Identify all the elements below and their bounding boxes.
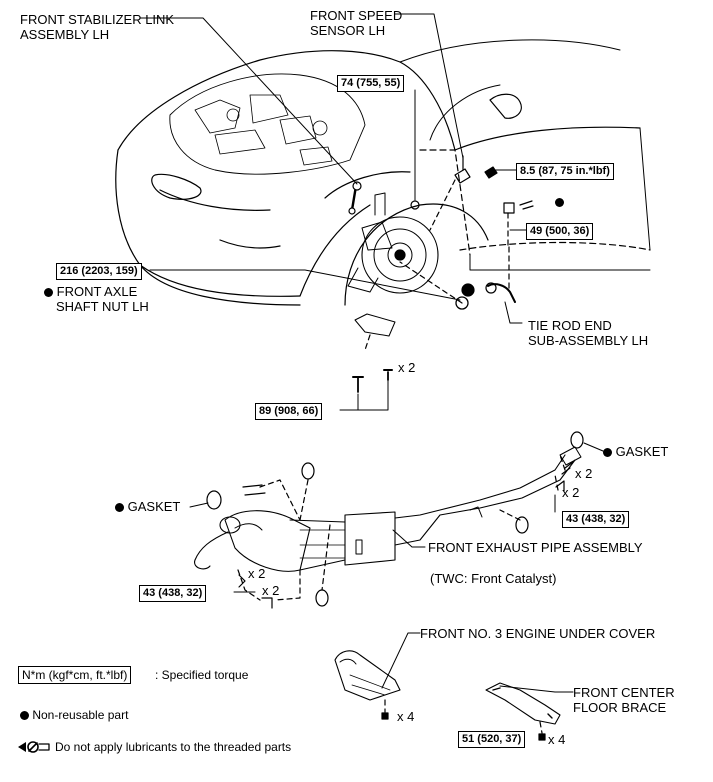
- legend-torque-desc: : Specified torque: [155, 668, 249, 682]
- torque-box-216: 216 (2203, 159): [56, 263, 142, 280]
- count-43-left-b: x 2: [262, 583, 280, 598]
- brake-hub-assembly: [347, 192, 439, 294]
- stabilizer-link-part: [348, 181, 362, 215]
- torque-box-51: 51 (520, 37): [458, 731, 526, 748]
- torque-box-8-5: 8.5 (87, 75 in.*lbf): [516, 163, 614, 180]
- engine-under-cover-part: [334, 650, 401, 720]
- tie-rod-end-part: [485, 246, 516, 303]
- torque-box-89: 89 (908, 66): [255, 403, 323, 420]
- nonreusable-dot-icon: [20, 711, 29, 721]
- knuckle-nut-part: [410, 200, 420, 210]
- count-89: x 2: [398, 360, 416, 375]
- count-43-right-a: x 2: [575, 466, 593, 481]
- label-stabilizer-link: FRONT STABILIZER LINK ASSEMBLY LH: [20, 12, 174, 42]
- label-twc-note: (TWC: Front Catalyst): [430, 571, 557, 586]
- torque-box-43-right: 43 (438, 32): [562, 511, 630, 528]
- lower-bracket-part: [352, 313, 396, 393]
- label-speed-sensor: FRONT SPEED SENSOR LH: [310, 8, 402, 38]
- legend-nonreusable: Non-reusable part: [20, 708, 128, 723]
- floor-brace-part: [485, 682, 561, 741]
- label-stabilizer-link-line2: ASSEMBLY LH: [20, 27, 110, 42]
- label-tie-rod-line1: TIE ROD END: [528, 318, 612, 333]
- exhaust-manifold-catalyst: [219, 446, 582, 572]
- count-cover: x 4: [397, 709, 415, 724]
- label-exhaust-pipe: FRONT EXHAUST PIPE ASSEMBLY: [428, 540, 643, 555]
- label-gasket-right: GASKET: [603, 444, 668, 459]
- label-floor-brace-line2: FLOOR BRACE: [573, 700, 667, 715]
- leader-lines: [139, 13, 604, 693]
- sensor-bolt-part: [484, 166, 534, 246]
- legend-torque-box: N*m (kgf*cm, ft.*lbf): [18, 666, 132, 684]
- count-51: x 4: [548, 732, 566, 747]
- label-axle-nut-line2: SHAFT NUT LH: [56, 299, 149, 314]
- oxygen-sensor-wire: [194, 531, 229, 570]
- legend-no-lubricant: Do not apply lubricants to the threaded …: [55, 740, 292, 754]
- exhaust-dashed-guides: [237, 454, 566, 601]
- speed-sensor-part: [429, 155, 471, 231]
- nonreusable-dot-icon: [603, 448, 612, 458]
- label-axle-nut: FRONT AXLE SHAFT NUT LH: [44, 284, 149, 314]
- label-stabilizer-link-line1: FRONT STABILIZER LINK: [20, 12, 175, 27]
- label-axle-nut-text1: FRONT AXLE: [56, 284, 138, 299]
- label-under-cover: FRONT NO. 3 ENGINE UNDER COVER: [420, 626, 656, 641]
- label-gasket-right-text: GASKET: [615, 444, 669, 459]
- label-gasket-left: GASKET: [115, 499, 180, 514]
- label-floor-brace-line1: FRONT CENTER: [573, 685, 675, 700]
- legend-nonreusable-text: Non-reusable part: [32, 708, 129, 722]
- label-speed-sensor-line1: FRONT SPEED: [310, 8, 403, 23]
- torque-box-74: 74 (755, 55): [337, 75, 405, 92]
- count-43-right-b: x 2: [562, 485, 580, 500]
- nonreusable-dot-icon: [44, 288, 53, 298]
- no-lubricant-icon: [18, 741, 50, 753]
- label-floor-brace: FRONT CENTER FLOOR BRACE: [573, 685, 675, 715]
- torque-box-49: 49 (500, 36): [526, 223, 594, 240]
- count-43-left-a: x 2: [248, 566, 266, 581]
- label-tie-rod: TIE ROD END SUB-ASSEMBLY LH: [528, 318, 648, 348]
- vehicle-body-illustration: [115, 39, 651, 306]
- label-gasket-left-text: GASKET: [127, 499, 181, 514]
- nonreusable-marker-icon: [555, 198, 564, 207]
- nonreusable-dot-icon: [115, 503, 124, 513]
- label-tie-rod-line2: SUB-ASSEMBLY LH: [528, 333, 649, 348]
- label-speed-sensor-line2: SENSOR LH: [310, 23, 386, 38]
- axle-nut-part: [399, 261, 475, 310]
- torque-box-43-left: 43 (438, 32): [139, 585, 207, 602]
- label-axle-nut-line1: FRONT AXLE: [44, 284, 149, 299]
